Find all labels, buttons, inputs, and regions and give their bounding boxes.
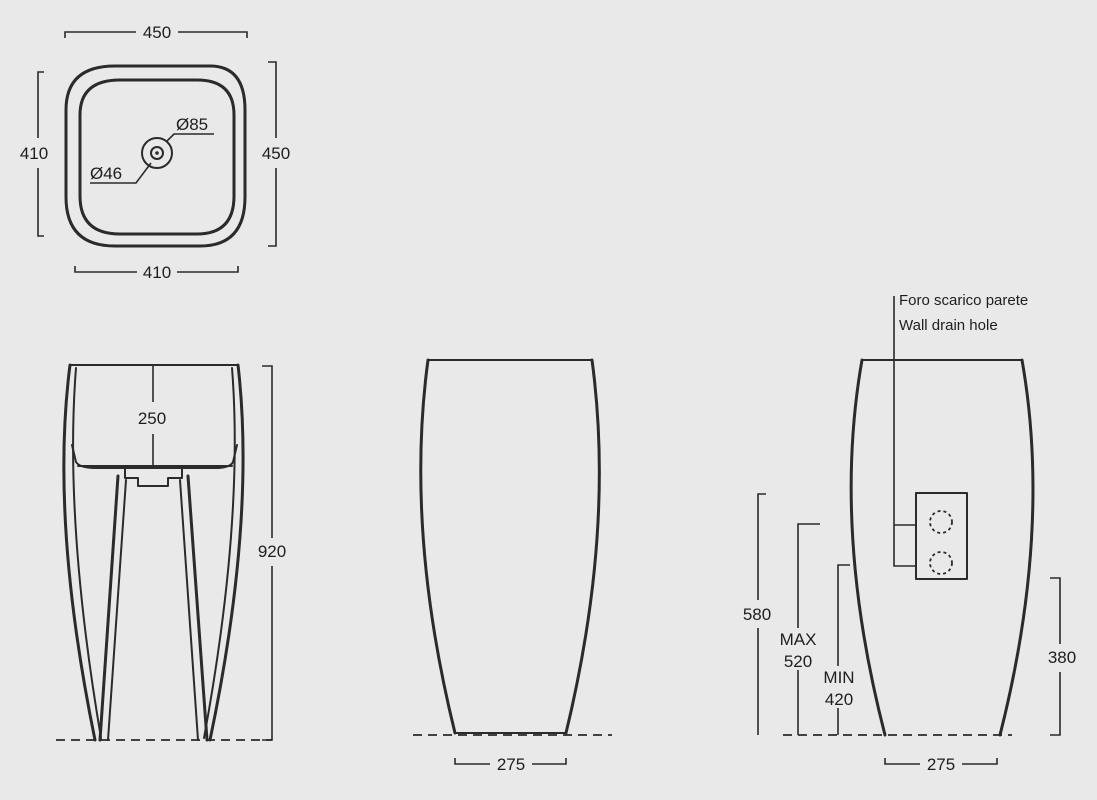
inner-leg-right-b (179, 479, 199, 741)
top-view: Ø85 Ø46 450 410 410 450 (20, 23, 290, 282)
wall-drain-hole-upper (929, 510, 953, 534)
dim-line-580 (757, 493, 766, 735)
dim-line-left-depth (37, 71, 44, 237)
dim-bottom-width: 410 (143, 263, 171, 282)
basin-inner-rim (78, 78, 236, 236)
dim-line-380 (1050, 577, 1061, 736)
drain-outer-circle (141, 137, 173, 169)
drain-inner-circle (150, 146, 164, 160)
drain-neck (124, 467, 183, 487)
dim-380: 380 (1048, 648, 1076, 667)
inner-leg-left (98, 474, 120, 742)
basin-bowl (71, 444, 238, 469)
dim-min-value: 420 (825, 690, 853, 709)
dim-line-front-base (454, 758, 567, 765)
section-view: 250 920 (56, 363, 286, 742)
dim-total-height: 920 (258, 542, 286, 561)
drain-outer-leader (165, 133, 214, 143)
dim-line-min-420 (837, 564, 850, 735)
dim-right-depth: 450 (262, 144, 290, 163)
drain-inner-label: Ø46 (90, 164, 122, 183)
side-view: Foro scarico parete Wall drain hole 580 … (743, 292, 1076, 774)
drain-inner-leader (90, 162, 152, 184)
front-right-profile (564, 358, 601, 735)
side-left-profile (849, 358, 887, 737)
wall-drain-hole-lower (929, 551, 953, 575)
dim-max-value: 520 (784, 652, 812, 671)
dim-basin-depth: 250 (138, 409, 166, 428)
inner-leg-left-b (107, 479, 127, 741)
dim-580: 580 (743, 605, 771, 624)
drain-outer-label: Ø85 (176, 115, 208, 134)
dim-min-label: MIN (823, 668, 854, 687)
side-right-profile (998, 358, 1035, 737)
wall-drain-label-en: Wall drain hole (899, 317, 998, 334)
wall-drain-box (915, 492, 968, 580)
dim-line-bottom-width (74, 266, 239, 273)
wall-drain-leader (893, 296, 916, 567)
wall-drain-label-it: Foro scarico parete (899, 292, 1028, 309)
dim-left-depth: 410 (20, 144, 48, 163)
inner-leg-right (186, 474, 209, 742)
section-inner-right (203, 367, 236, 739)
section-outer-left (62, 363, 97, 742)
drain-center (155, 151, 159, 155)
dim-line-right-depth (268, 61, 277, 247)
dim-front-base: 275 (497, 755, 525, 774)
front-view: 275 (413, 358, 612, 774)
dim-side-base: 275 (927, 755, 955, 774)
section-inner-left (72, 367, 102, 739)
dim-top-width: 450 (143, 23, 171, 42)
basin-outer-rim (64, 64, 247, 248)
dim-line-side-base (884, 758, 998, 765)
front-left-profile (419, 358, 457, 735)
section-outer-right (208, 363, 245, 742)
dim-line-max-520 (797, 523, 820, 735)
dim-max-label: MAX (780, 630, 817, 649)
dim-line-top-width (64, 31, 248, 38)
